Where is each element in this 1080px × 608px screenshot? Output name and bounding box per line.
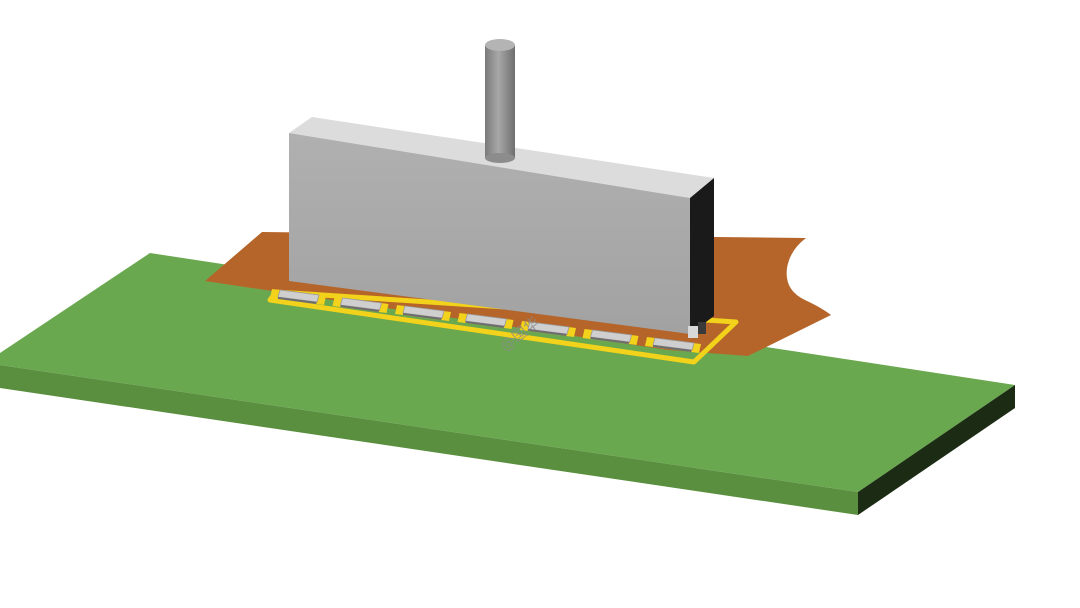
cylinder-pin-top — [485, 39, 515, 51]
component-lead-shadow — [278, 297, 317, 304]
component-foot-right — [688, 326, 698, 338]
component-lead-shadow — [653, 345, 692, 352]
component-lead-shadow — [465, 321, 505, 328]
component-lead-shadow — [403, 313, 442, 320]
component-lead-shadow — [528, 329, 567, 336]
cylinder-pin-bottom — [485, 153, 515, 163]
component-front-face — [289, 133, 690, 334]
component-foot-right-shadow — [698, 322, 706, 334]
pcb-board-top — [0, 253, 1015, 492]
cylinder-pin — [485, 39, 515, 163]
component-lead-shadow — [590, 337, 630, 344]
cylinder-pin-body — [485, 45, 515, 158]
component-lead-shadow — [340, 305, 380, 312]
pcb-board — [0, 253, 1015, 515]
component-side-face — [690, 178, 714, 334]
solder-pads — [270, 289, 701, 353]
pcb-board-side-edge — [858, 385, 1015, 515]
pcb-board-front-edge — [0, 365, 858, 515]
